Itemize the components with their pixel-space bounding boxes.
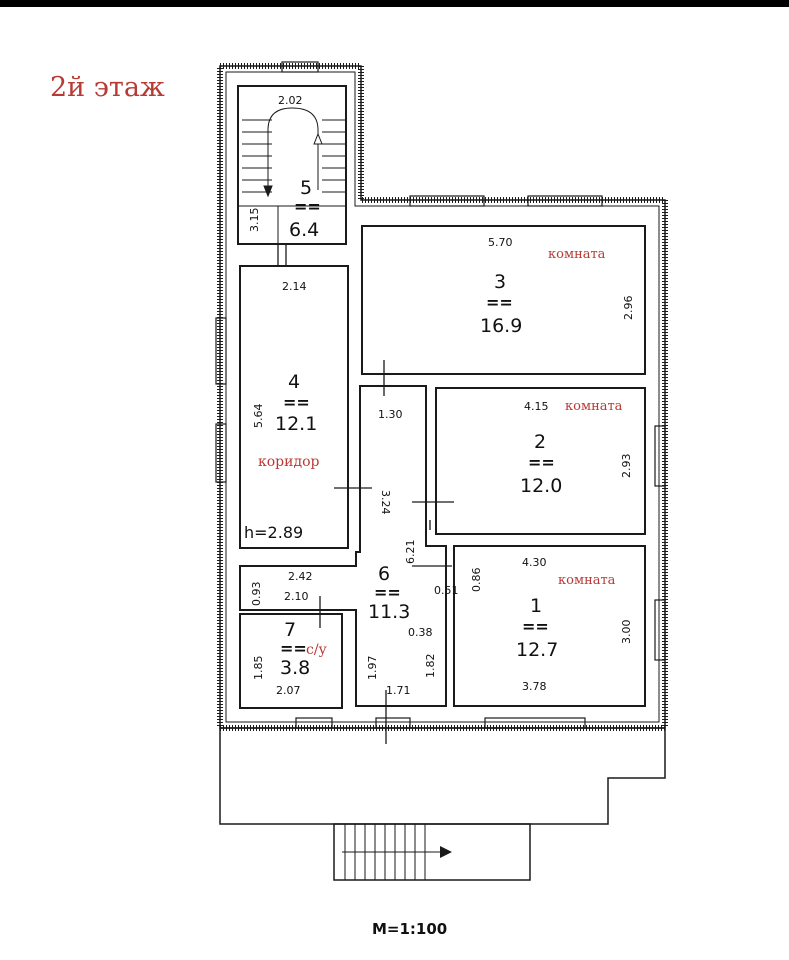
room-3-divider: == (486, 293, 513, 312)
room-7-dim-top: 2.42 (288, 570, 313, 583)
bottom-staircase (333, 823, 531, 881)
terrace (219, 727, 666, 825)
room-3-number: 3 (494, 271, 506, 293)
room-4-ceiling-height: h=2.89 (244, 523, 303, 542)
room-2-dim-width: 4.15 (524, 400, 549, 413)
room-7-number: 7 (284, 619, 296, 641)
room-6-number: 6 (378, 563, 390, 585)
room-6-dim-width: 3.24 (379, 490, 392, 515)
room-7-divider: == (280, 639, 307, 658)
room-3 (361, 225, 646, 375)
room-6-dim-offset: 0.38 (408, 626, 433, 639)
room-7-dim-bottom: 2.07 (276, 684, 301, 697)
room-5-dim-length: 3.15 (248, 208, 261, 233)
room-4-area: 12.1 (275, 413, 317, 435)
top-border-bar (0, 0, 789, 7)
room-5-area: 6.4 (289, 219, 319, 241)
room-2-divider: == (528, 453, 555, 472)
room-3-dim-width: 5.70 (488, 236, 513, 249)
room-2-dim-length: 2.93 (620, 454, 633, 479)
room-7-area: 3.8 (280, 657, 310, 679)
room-6-divider: == (374, 583, 401, 602)
room-2-number: 2 (534, 431, 546, 453)
room-2-label: комната (565, 399, 623, 414)
room-6-dim-bottom: 1.71 (386, 684, 411, 697)
room-1 (453, 545, 646, 707)
room-3-area: 16.9 (480, 315, 522, 337)
room-6-dim-right: 1.82 (424, 654, 437, 679)
room-3-dim-length: 2.96 (622, 296, 635, 321)
room-6-dim-door: 1.30 (378, 408, 403, 421)
room-3-label: комната (548, 247, 606, 262)
room-4-label: коридор (258, 454, 320, 470)
room-4 (239, 265, 349, 549)
scale-label: М=1:100 (372, 920, 448, 938)
room-5 (237, 85, 347, 245)
room-4-dim-length: 5.64 (252, 404, 265, 429)
room-6-dim-wall: 0.86 (470, 568, 483, 593)
room-4-dim-width: 2.14 (282, 280, 307, 293)
room-1-dim-width: 4.30 (522, 556, 547, 569)
staircase-5 (242, 107, 346, 198)
floor-title: 2й этаж (50, 72, 165, 103)
room-1-label: комната (558, 573, 616, 588)
room-4-divider: == (283, 393, 310, 412)
room-7-label: с/у (306, 642, 328, 658)
room-1-dim-bottom: 3.78 (522, 680, 547, 693)
room-7-dim-niche: 0.93 (250, 582, 263, 607)
room-7 (239, 613, 343, 709)
room-7-dim-length: 1.85 (252, 656, 265, 681)
room-6-area: 11.3 (368, 601, 410, 623)
room-6-dim-niche: 0.51 (434, 584, 459, 597)
room-1-area: 12.7 (516, 639, 558, 661)
room-5-dim-width: 2.02 (278, 94, 303, 107)
room-2-area: 12.0 (520, 475, 562, 497)
room-7-dim-inner: 2.10 (284, 590, 309, 603)
room-1-number: 1 (530, 595, 542, 617)
room-4-number: 4 (288, 371, 300, 393)
room-5-divider: == (294, 197, 321, 216)
room-1-dim-length: 3.00 (620, 620, 633, 645)
room-5-number: 5 (300, 177, 312, 199)
room-6-dim-left: 1.97 (366, 656, 379, 681)
room-6 (239, 385, 447, 707)
room-6-dim-length: 6.21 (404, 540, 417, 565)
room-1-divider: == (522, 617, 549, 636)
room-2 (435, 387, 646, 535)
